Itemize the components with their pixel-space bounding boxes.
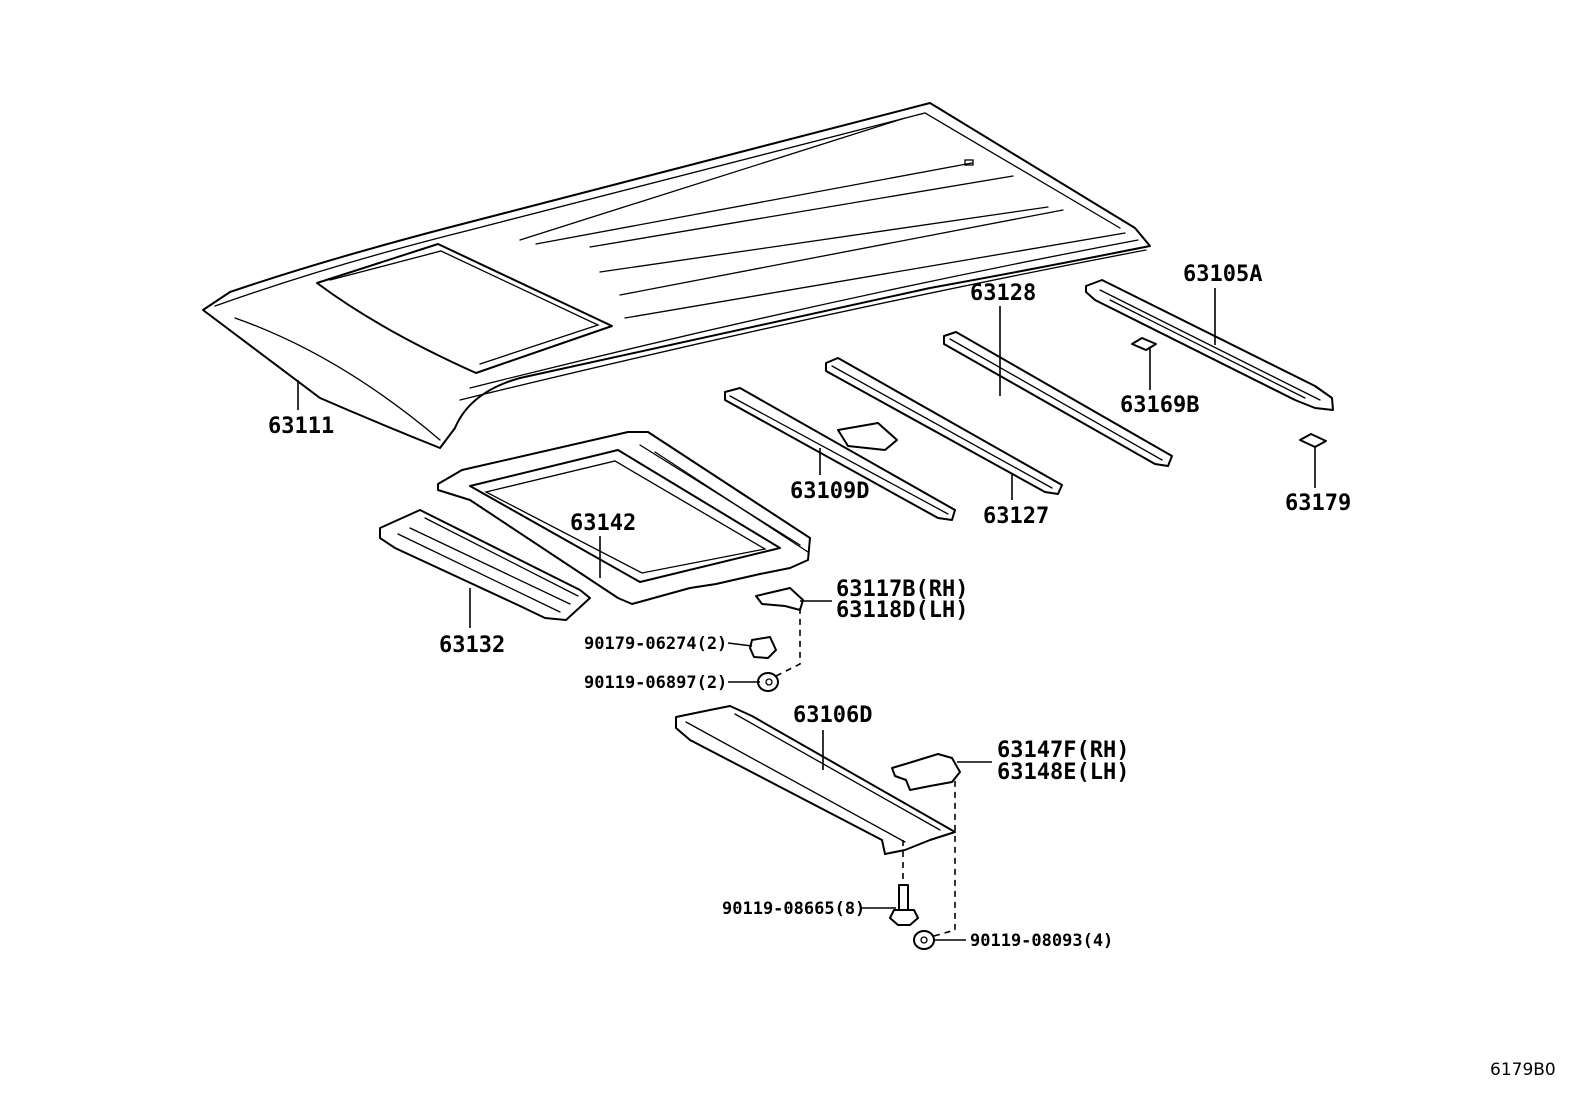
pad-63179[interactable] bbox=[1299, 433, 1327, 448]
label-63169b: 63169B bbox=[1120, 393, 1199, 418]
bolt-90119-08665[interactable] bbox=[889, 884, 919, 926]
label-63128: 63128 bbox=[970, 281, 1036, 306]
label-63179: 63179 bbox=[1285, 491, 1351, 516]
roof-panel-63111[interactable] bbox=[202, 102, 1151, 449]
label-63148e: 63148E(LH) bbox=[997, 760, 1129, 785]
sunroof-frame-63142[interactable] bbox=[437, 431, 811, 605]
label-63117b: 63117B(RH) bbox=[836, 577, 968, 602]
label-63111: 63111 bbox=[268, 414, 334, 439]
label-63105a: 63105A bbox=[1183, 262, 1262, 287]
label-90179-06274: 90179-06274(2) bbox=[584, 634, 727, 654]
bracket-63117b-63118d[interactable] bbox=[755, 587, 804, 611]
label-90119-08665: 90119-08665(8) bbox=[722, 899, 865, 919]
front-header-63132[interactable] bbox=[379, 509, 591, 621]
bracket-63147f-63148e[interactable] bbox=[891, 753, 961, 791]
bolt-90119-08093[interactable] bbox=[913, 930, 935, 950]
label-63109d: 63109D bbox=[790, 479, 869, 504]
label-63127: 63127 bbox=[983, 504, 1049, 529]
label-90119-08093: 90119-08093(4) bbox=[970, 931, 1113, 951]
label-63106d: 63106D bbox=[793, 703, 872, 728]
rear-header-63105a[interactable] bbox=[1085, 279, 1334, 411]
cross-member-63106d[interactable] bbox=[675, 705, 956, 855]
nut-90179-06274[interactable] bbox=[749, 636, 777, 659]
label-63132: 63132 bbox=[439, 633, 505, 658]
label-63142: 63142 bbox=[570, 511, 636, 536]
roof-bow-63128[interactable] bbox=[943, 331, 1173, 467]
label-63118d: 63118D(LH) bbox=[836, 598, 968, 623]
leader-lines bbox=[297, 288, 1316, 941]
roof-bow-63109d[interactable] bbox=[724, 387, 956, 521]
label-90119-06897: 90119-06897(2) bbox=[584, 673, 727, 693]
label-63147f: 63147F(RH) bbox=[997, 738, 1129, 763]
pad-63169b[interactable] bbox=[1131, 337, 1157, 351]
bolt-90119-06897[interactable] bbox=[757, 672, 779, 692]
assembly-lines bbox=[775, 608, 956, 937]
diagram-code: 6179B0 bbox=[1490, 1060, 1556, 1080]
roof-bow-63127[interactable] bbox=[825, 357, 1063, 495]
